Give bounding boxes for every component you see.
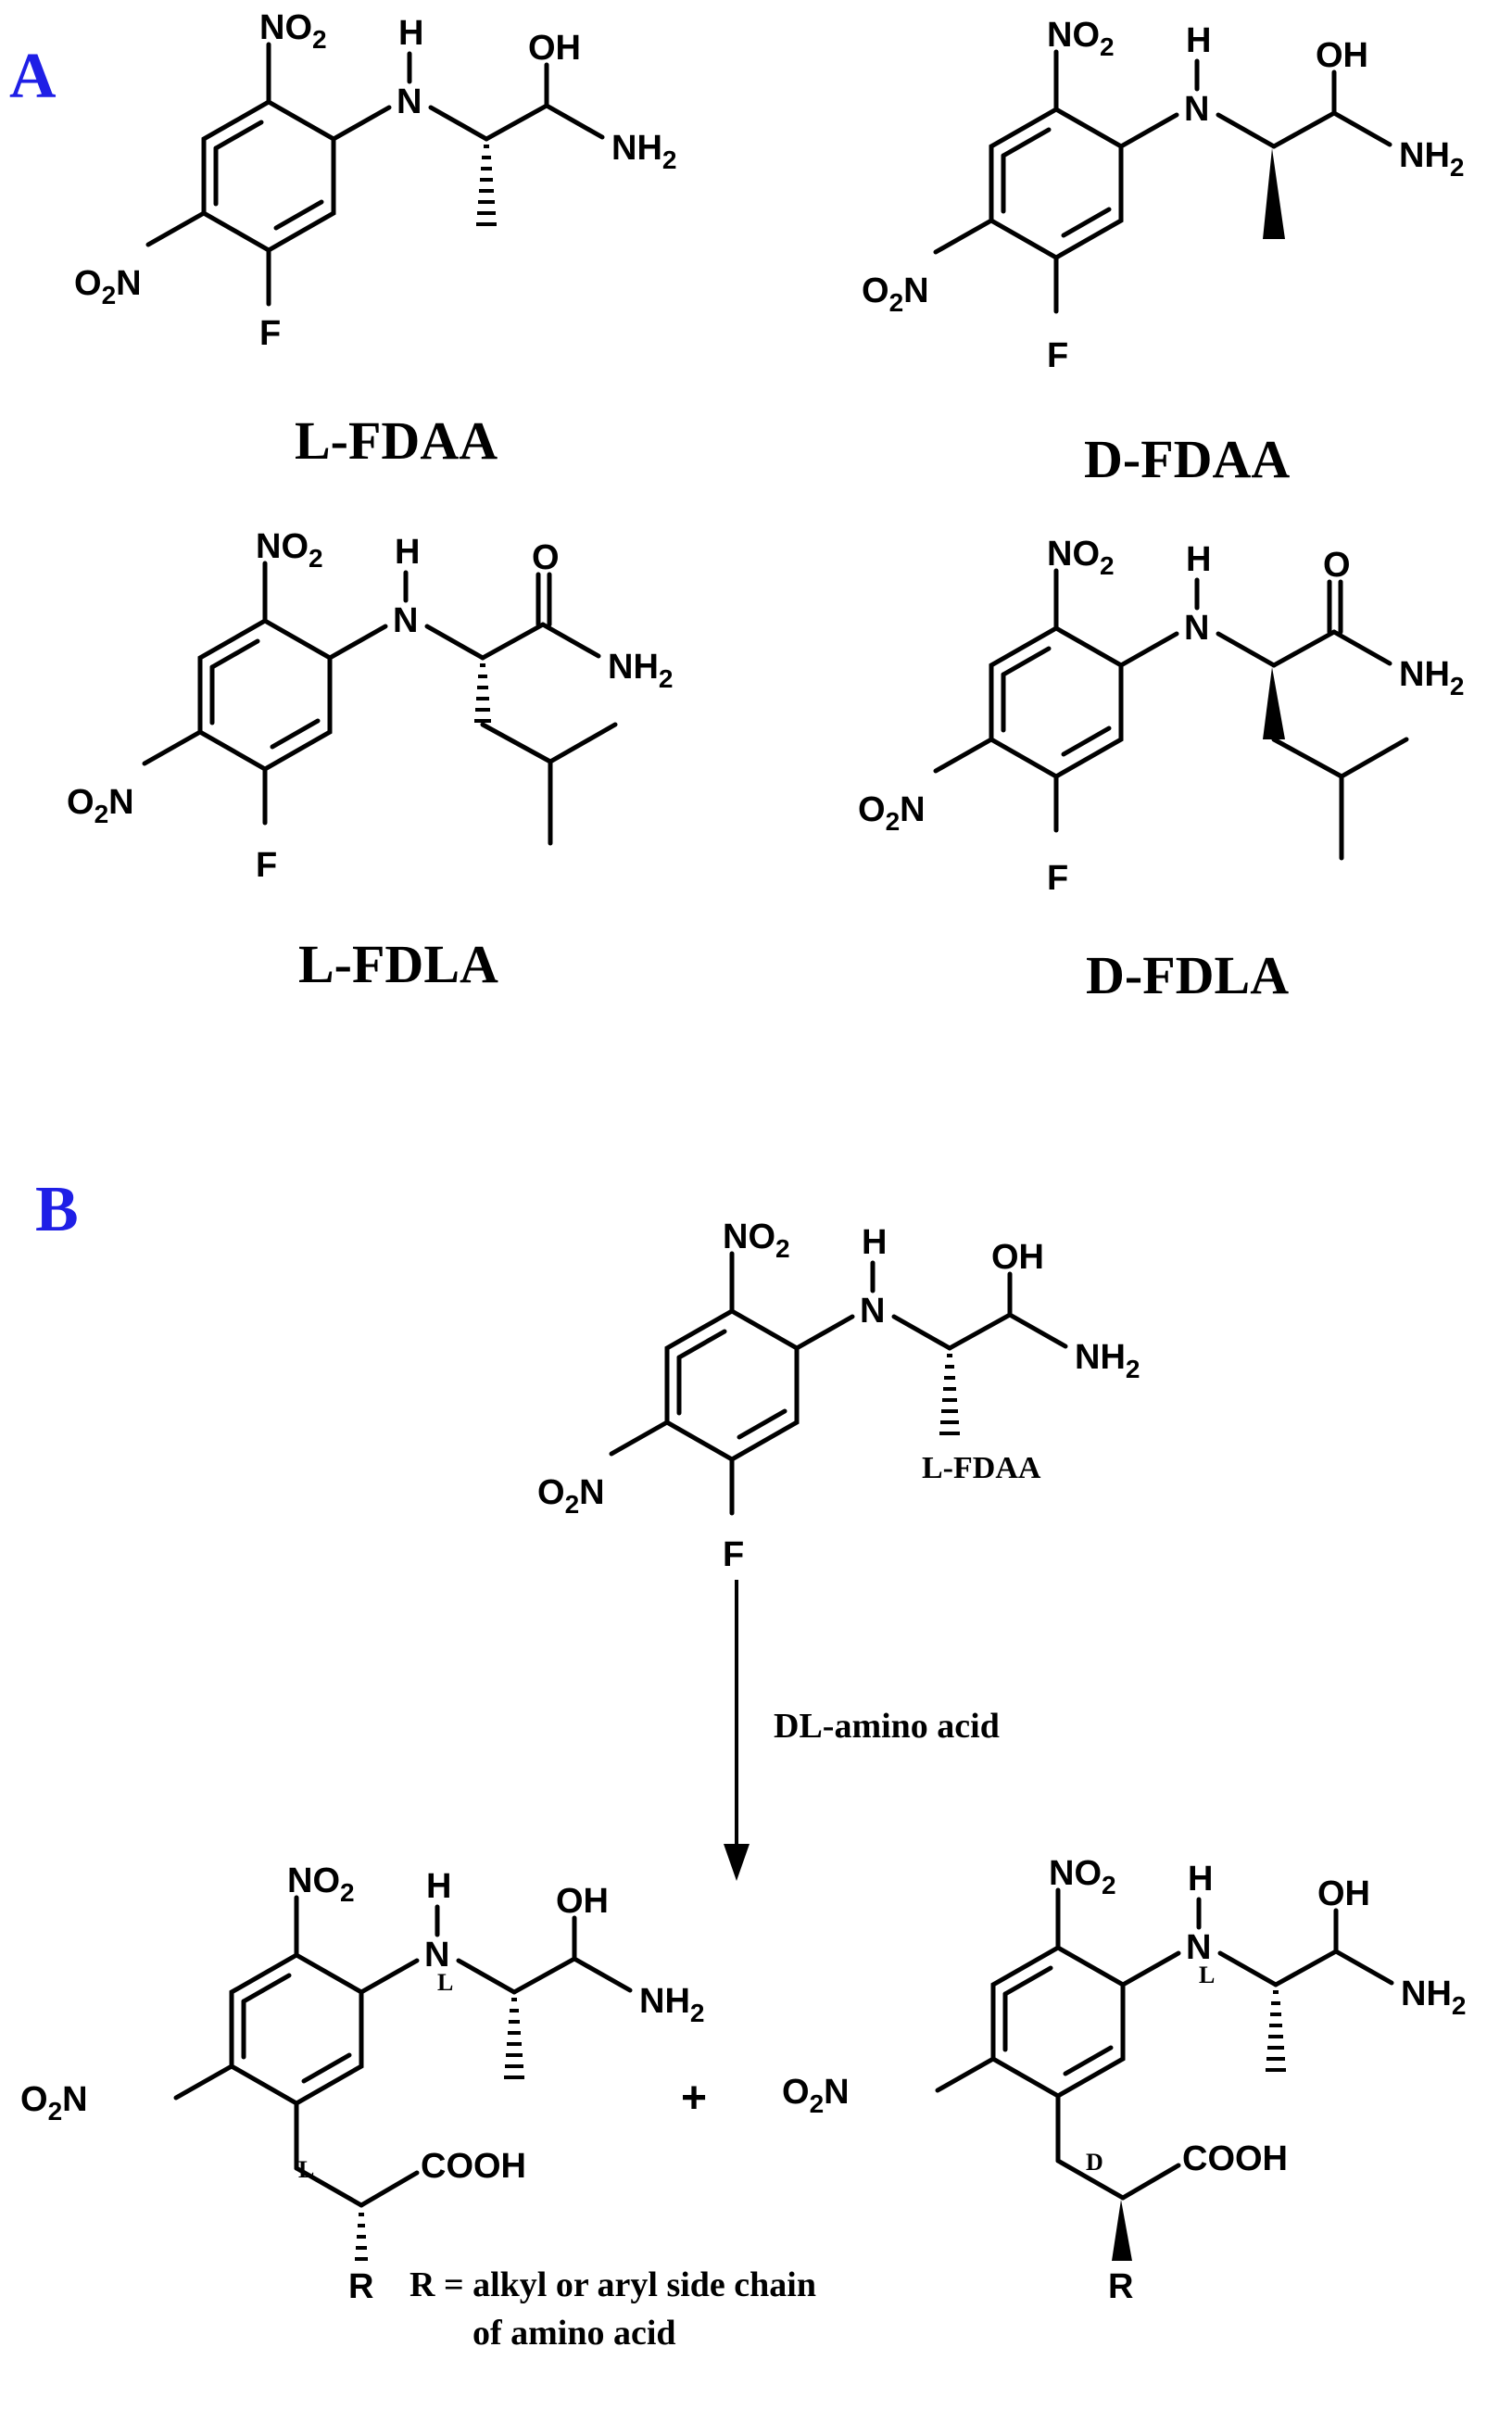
nitro-left-label: O2N (74, 264, 142, 309)
amine-n-label: N (393, 601, 418, 640)
hydroxyl-label: OH (528, 29, 581, 68)
hydrogen-label: H (1186, 21, 1211, 60)
nitro-left-label: O2N (20, 2080, 88, 2126)
hydrogen-label: H (862, 1223, 887, 1262)
amine-n-label: N (424, 1936, 449, 1975)
amine-n-label: N (1184, 90, 1209, 129)
nitro-label: NO2 (1047, 535, 1115, 580)
amide-nh2-label: NH2 (1399, 655, 1464, 700)
hashed-wedge (1266, 1990, 1286, 2072)
config-label-top: L (437, 1969, 453, 1996)
nitro-label: NO2 (256, 527, 323, 573)
hydroxyl-label: OH (1317, 1874, 1370, 1913)
plus-sign: + (681, 2074, 707, 2123)
reagent-label: DL-amino acid (774, 1707, 1000, 1746)
nitro-left-label: O2N (858, 790, 926, 836)
carbonyl-o-label: O (1323, 546, 1351, 585)
config-label-top: L (1199, 1962, 1215, 1988)
label-reactant: L-FDAA (922, 1451, 1041, 1485)
label-d-fdla: D-FDLA (1086, 945, 1289, 1005)
molecule-reactant-l-fdaa: NO2 O2N F H N OH NH2 (537, 1218, 1140, 1574)
amide-nh2-label: NH2 (1399, 136, 1464, 182)
solid-wedge (1263, 667, 1285, 739)
nitro-label: NO2 (723, 1218, 790, 1263)
hashed-wedge (504, 1998, 524, 2079)
nitro-label: NO2 (1047, 16, 1115, 61)
footnote-line-2: of amino acid (472, 2314, 676, 2353)
r-group-label: R (348, 2267, 373, 2306)
amide-nh2-label: NH2 (639, 1982, 704, 2027)
fluorine-label: F (1047, 336, 1068, 375)
nitro-left-label: O2N (782, 2073, 850, 2118)
nitro-label: NO2 (1049, 1854, 1116, 1899)
product-l-d: NO2 O2N H N L OH NH2 D COOH R (782, 1854, 1466, 2306)
footnote-line-1: R = alkyl or aryl side chain (410, 2265, 816, 2304)
molecule-l-fdla: NO2 O2N F H N O NH2 (67, 527, 673, 885)
amine-n-label: N (397, 82, 422, 121)
panel-label-b: B (35, 1174, 79, 1245)
hydrogen-label: H (1188, 1860, 1213, 1899)
amine-n-label: N (860, 1292, 885, 1331)
amide-nh2-label: NH2 (1401, 1975, 1466, 2020)
solid-wedge-side (1112, 2200, 1132, 2261)
hydroxyl-label: OH (991, 1238, 1044, 1277)
fluorine-label: F (1047, 859, 1068, 898)
amide-nh2-label: NH2 (611, 129, 676, 174)
amide-nh2-label: NH2 (1075, 1338, 1140, 1383)
r-group-label: R (1108, 2267, 1133, 2306)
nitro-label: NO2 (287, 1861, 355, 1907)
hydrogen-label: H (395, 533, 420, 572)
nitro-left-label: O2N (67, 783, 134, 828)
carbonyl-o-label: O (532, 538, 560, 577)
hydroxyl-label: OH (1316, 36, 1368, 75)
fluorine-label: F (256, 846, 277, 885)
amine-n-label: N (1184, 609, 1209, 648)
solid-wedge (1263, 148, 1285, 239)
fluorine-label: F (723, 1535, 744, 1574)
nitro-left-label: O2N (537, 1473, 605, 1519)
nitro-left-label: O2N (862, 271, 929, 317)
nitro-label: NO2 (259, 8, 327, 54)
label-d-fdaa: D-FDAA (1084, 429, 1290, 489)
hydrogen-label: H (1186, 540, 1211, 579)
carboxyl-label: COOH (421, 2147, 526, 2186)
amine-n-label: N (1186, 1928, 1211, 1967)
hydrogen-label: H (426, 1867, 451, 1906)
hashed-wedge (474, 663, 491, 723)
molecule-d-fdaa: NO2 O2N F H N OH NH2 (862, 16, 1464, 375)
hydrogen-label: H (398, 14, 423, 53)
amide-nh2-label: NH2 (608, 648, 673, 693)
molecule-l-fdaa: NO2 O2N F H N OH NH2 (74, 8, 676, 353)
label-l-fdaa: L-FDAA (295, 410, 498, 471)
hydroxyl-label: OH (556, 1882, 609, 1921)
fluorine-label: F (259, 314, 281, 353)
reaction-arrow (724, 1580, 750, 1881)
product-l-l: NO2 O2N H N L OH NH2 L (20, 1861, 704, 2306)
hashed-wedge-side (355, 2213, 368, 2261)
panel-label-a: A (9, 41, 57, 112)
carboxyl-label: COOH (1182, 2139, 1288, 2178)
hashed-wedge (939, 1354, 960, 1435)
config-label-side: D (1086, 2149, 1103, 2176)
hashed-wedge (476, 145, 497, 226)
molecule-d-fdla: NO2 O2N F H N O NH2 (858, 535, 1464, 898)
config-label-side: L (298, 2156, 314, 2183)
label-l-fdla: L-FDLA (298, 934, 498, 994)
